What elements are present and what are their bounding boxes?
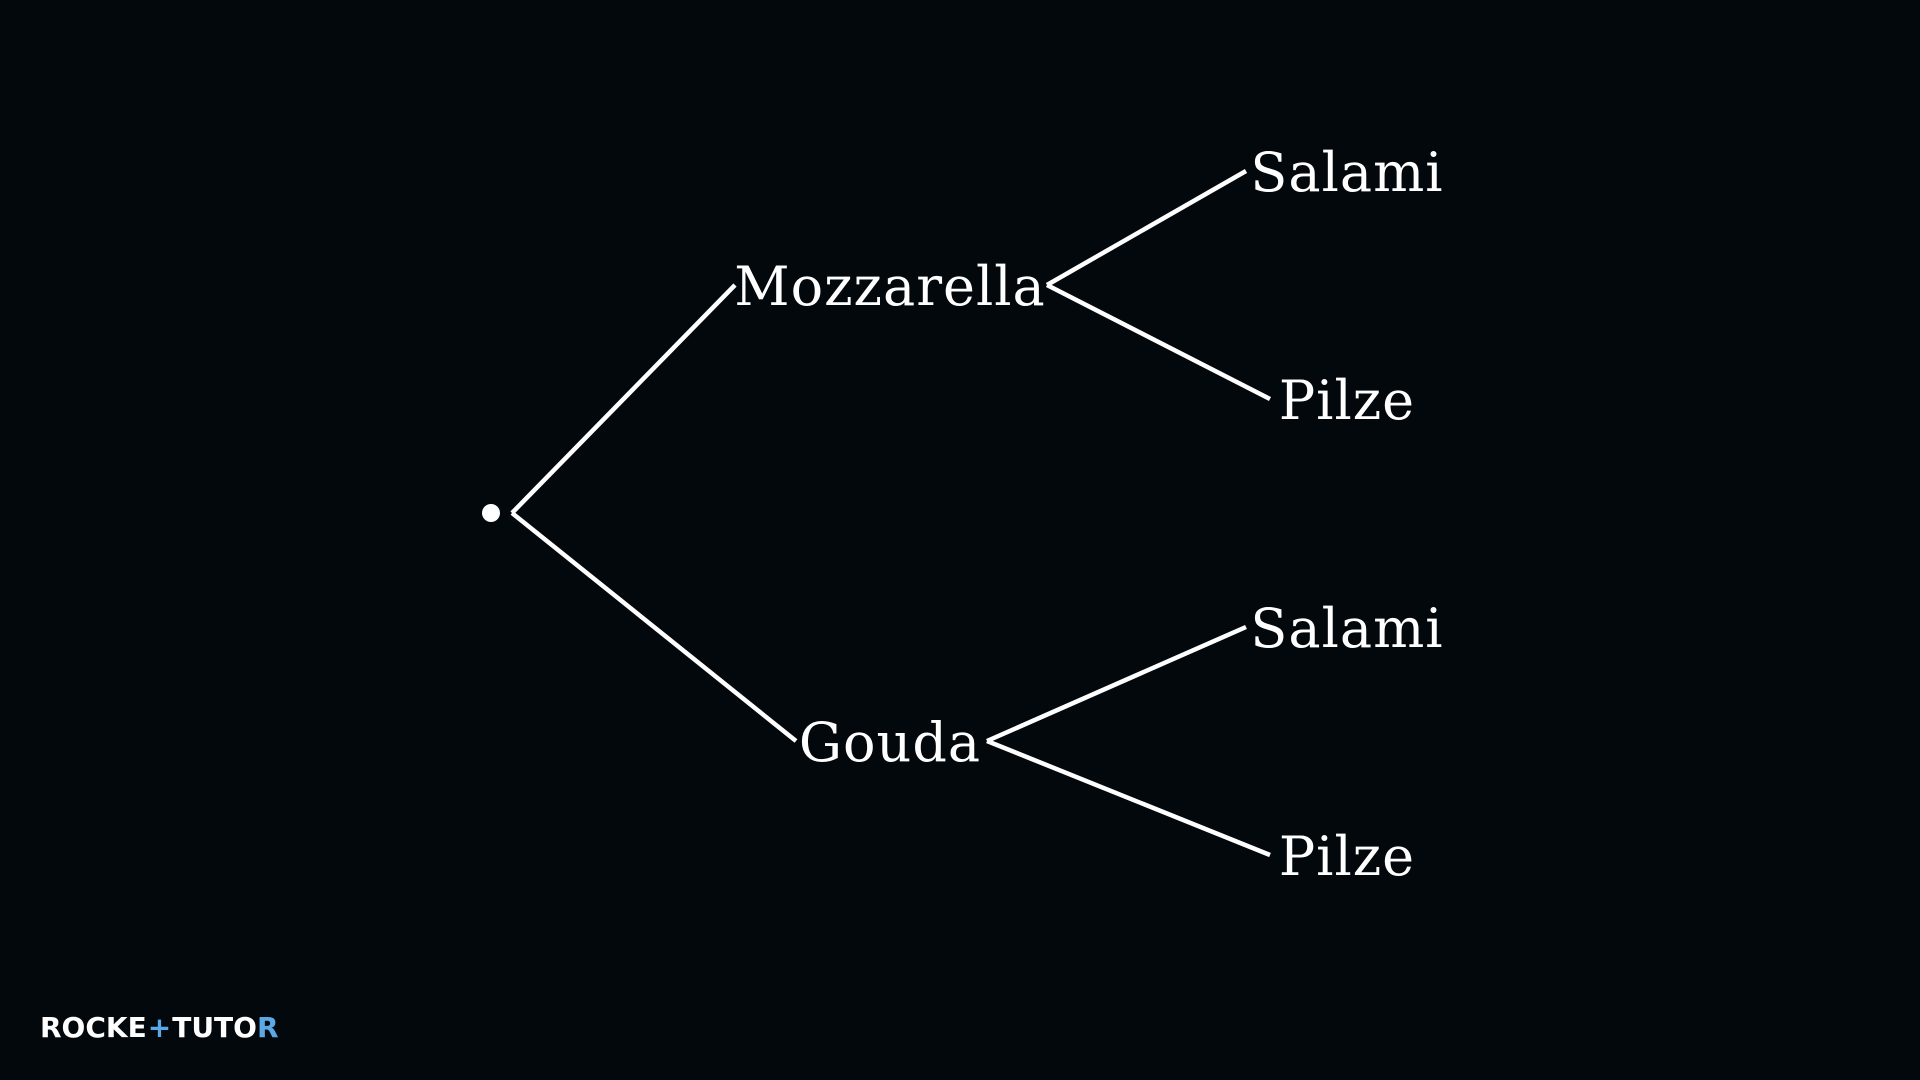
logo-text-part1: ROCKE [40,1010,147,1044]
root-node-dot [482,504,500,522]
edge-root-mozzarella [510,283,737,515]
node-label-mozzarella: Mozzarella [734,255,1045,318]
edge-mozzarella-salami [1045,169,1248,287]
edge-gouda-salami [986,624,1247,744]
edge-root-gouda [510,511,798,743]
logo-text-part2: TUTO [172,1010,257,1044]
edge-gouda-pilze [986,738,1271,858]
node-label-mozzarella-salami: Salami [1250,141,1443,204]
node-label-gouda: Gouda [799,711,981,774]
edge-mozzarella-pilze [1045,282,1272,402]
node-label-gouda-salami: Salami [1250,597,1443,660]
logo-text-part3: R [256,1010,279,1044]
node-label-mozzarella-pilze: Pilze [1279,369,1415,432]
node-label-gouda-pilze: Pilze [1279,825,1415,888]
logo-plus-icon: + [147,1010,172,1044]
